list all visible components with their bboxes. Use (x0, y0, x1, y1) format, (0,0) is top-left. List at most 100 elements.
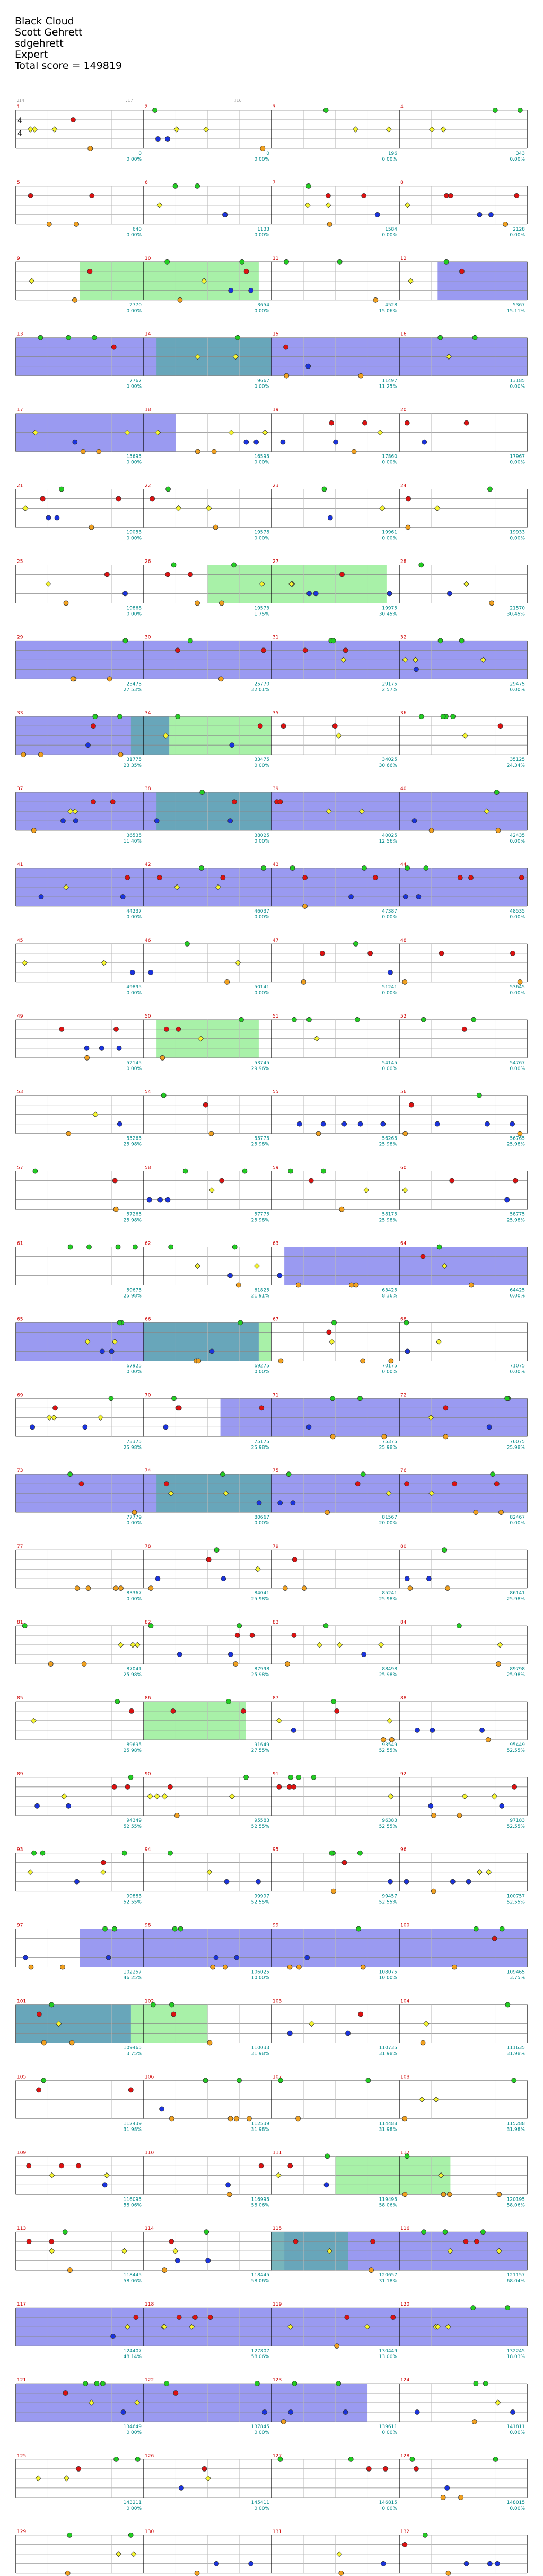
measure-number: 68 (400, 1317, 407, 1322)
measure-score: 38025 (254, 833, 269, 838)
measure-score: 83367 (126, 1591, 142, 1596)
note-marker (128, 2087, 134, 2093)
measure-score: 145411 (251, 2500, 269, 2505)
note-marker (330, 638, 336, 644)
note-marker (302, 1585, 307, 1591)
measure-percent: 68.04% (507, 2279, 526, 2284)
note-marker (404, 420, 410, 426)
measure-number: 99 (273, 1923, 279, 1929)
measure-score: 75175 (254, 1439, 269, 1444)
measure-score: 76075 (510, 1439, 525, 1444)
note-marker (120, 894, 126, 899)
note-marker (386, 126, 392, 133)
note-marker (327, 221, 332, 227)
note-marker (364, 2324, 371, 2330)
measure-percent: 0.00% (510, 687, 525, 693)
measure-number: 110 (145, 2150, 154, 2156)
note-marker (30, 1424, 36, 1430)
note-marker (174, 1812, 180, 1818)
note-marker (510, 1121, 515, 1127)
note-marker (326, 1329, 332, 1335)
note-marker (36, 2011, 42, 2017)
measure-score: 127807 (251, 2349, 269, 2354)
note-marker (21, 960, 28, 966)
note-marker (517, 1131, 523, 1136)
note-marker (169, 2239, 174, 2245)
measure-number: 46 (145, 938, 151, 943)
measure-score: 19868 (126, 606, 142, 611)
measure-number: 2 (145, 104, 148, 110)
note-marker (104, 572, 110, 577)
measure-percent: 31.98% (124, 2127, 142, 2132)
note-marker (163, 1424, 169, 1430)
measure-score: 75375 (382, 1439, 397, 1444)
note-marker (316, 1131, 321, 1136)
note-marker (406, 496, 411, 502)
note-marker (233, 1661, 239, 1667)
note-marker (309, 2020, 315, 2027)
note-marker (418, 562, 424, 568)
measure-percent: 31.18% (379, 2279, 398, 2284)
note-marker (85, 742, 91, 748)
note-marker (234, 2116, 239, 2122)
note-marker (495, 828, 501, 833)
note-marker (196, 1358, 202, 1364)
measure-percent: 2.57% (382, 687, 397, 693)
measure-score: 15695 (126, 454, 142, 460)
note-marker (448, 192, 453, 198)
note-marker (160, 1055, 165, 1061)
note-marker (390, 2315, 396, 2320)
note-marker (313, 1036, 320, 1042)
note-marker (402, 2542, 408, 2547)
measure-score: 61825 (254, 1288, 269, 1293)
measure-number: 113 (17, 2226, 26, 2231)
note-marker (402, 1131, 408, 1136)
measure-percent: 0.00% (382, 536, 397, 541)
note-marker (26, 2163, 32, 2169)
measure-percent: 0.00% (126, 460, 142, 466)
note-marker (174, 647, 180, 653)
measure-score: 5367 (513, 303, 525, 308)
note-marker (101, 960, 107, 966)
note-marker (510, 951, 515, 956)
note-marker (362, 420, 367, 426)
measure-score: 2770 (129, 303, 142, 308)
note-marker (434, 505, 441, 512)
note-marker (206, 1869, 213, 1876)
measure-percent: 0.00% (254, 915, 269, 920)
note-marker (195, 600, 200, 606)
note-marker (367, 951, 373, 956)
note-marker (304, 202, 311, 208)
note-marker (402, 1187, 408, 1194)
measure-number: 11 (273, 256, 278, 261)
note-marker (511, 2078, 517, 2083)
note-marker (288, 2409, 294, 2415)
note-marker (256, 1879, 261, 1885)
measure-score: 85241 (382, 1591, 397, 1596)
note-marker (61, 1793, 67, 1800)
note-marker (491, 1793, 497, 1800)
note-marker (62, 2229, 68, 2235)
note-marker (128, 2532, 134, 2538)
note-marker (60, 1964, 65, 1970)
note-marker (496, 1661, 501, 1667)
note-marker (285, 1661, 291, 1667)
note-marker (262, 430, 268, 436)
note-marker (91, 723, 96, 729)
note-marker (341, 1860, 347, 1865)
measure-percent: 25.98% (251, 1445, 270, 1450)
note-marker (31, 828, 37, 833)
note-marker (381, 1737, 386, 1742)
note-marker (477, 212, 483, 217)
measure-number: 29 (17, 635, 23, 640)
note-marker (456, 1623, 462, 1628)
note-marker (195, 183, 200, 189)
note-marker (163, 1026, 169, 1032)
note-marker (109, 1348, 115, 1354)
